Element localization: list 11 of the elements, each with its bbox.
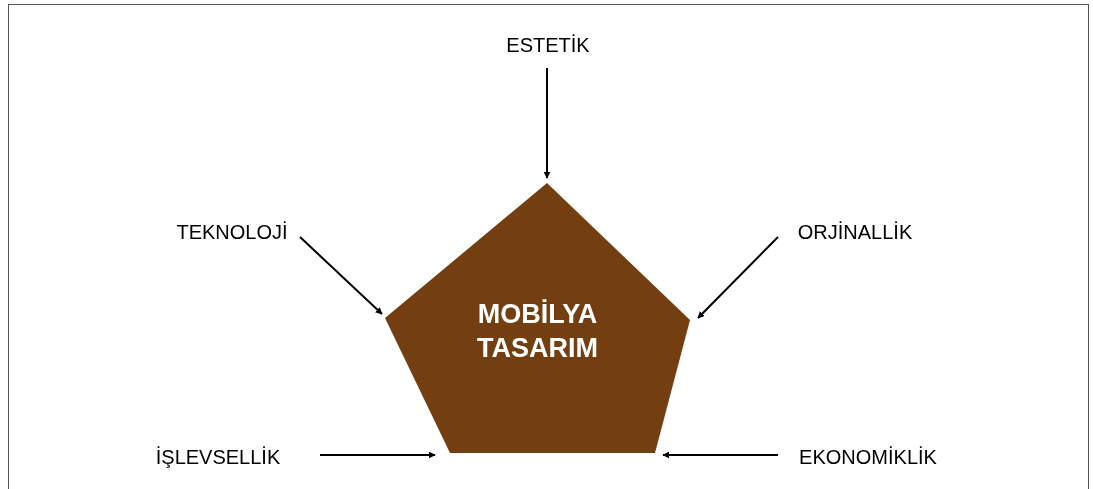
arrow bbox=[319, 451, 436, 459]
factor-label: TEKNOLOJİ bbox=[176, 217, 288, 247]
factor-label: ESTETİK bbox=[506, 30, 590, 60]
arrow bbox=[543, 67, 551, 179]
arrow bbox=[662, 451, 779, 459]
arrow bbox=[697, 236, 779, 319]
center-title: MOBİLYA TASARIM bbox=[476, 297, 599, 365]
factor-label: EKONOMİKLİK bbox=[799, 442, 937, 472]
factor-label: İŞLEVSELLİK bbox=[155, 442, 281, 472]
factor-label: ORJİNALLİK bbox=[797, 217, 913, 247]
arrow bbox=[299, 236, 383, 315]
